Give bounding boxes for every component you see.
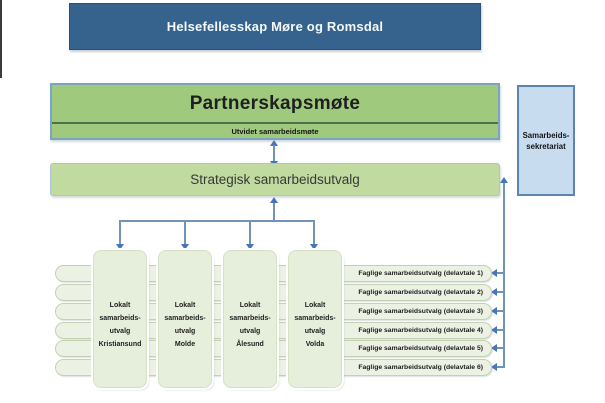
arrow-up-icon (500, 177, 508, 183)
label-line: samarbeids- (294, 315, 336, 322)
connector-line (313, 221, 315, 244)
professional-committee-label: Faglige samarbeidsutvalg (delavtale 6) (358, 364, 483, 371)
arrow-down-icon (246, 244, 254, 250)
strategic-label: Strategisk samarbeidsutvalg (190, 172, 360, 187)
label-line: Ålesund (236, 341, 264, 348)
label-line: samarbeids- (229, 315, 271, 322)
label-line: utvalg (109, 328, 131, 335)
label-line: utvalg (239, 328, 261, 335)
secretariat-box: Samarbeids- sekretariat (517, 85, 575, 196)
professional-committee-label: Faglige samarbeidsutvalg (delavtale 2) (358, 289, 483, 296)
arrow-down-icon (116, 244, 124, 250)
label-line: samarbeids- (164, 315, 206, 322)
local-committee-box-alesund: Lokalt samarbeids- utvalg Ålesund (223, 250, 277, 388)
label-line: Lokalt (239, 302, 261, 309)
connector-line (273, 145, 275, 162)
secretariat-label-line1: Samarbeids- (522, 130, 570, 140)
partnership-subtitle: Utvidet samarbeidsmøte (231, 126, 319, 136)
connector-line (497, 329, 504, 331)
connector-line (119, 221, 121, 244)
local-committee-box-volda: Lokalt samarbeids- utvalg Volda (288, 250, 342, 388)
local-committee-label: Lokalt samarbeids- utvalg Ålesund (229, 299, 270, 351)
connector-line (497, 310, 504, 312)
connector-line (184, 221, 186, 244)
professional-committee-label: Faglige samarbeidsutvalg (delavtale 4) (358, 327, 483, 334)
partnership-title: Partnerskapsmøte (189, 92, 361, 114)
header-banner: Helsefellesskap Møre og Romsdal (69, 3, 481, 50)
connector-line (119, 220, 315, 222)
label-line: Kristiansund (98, 341, 142, 348)
arrow-down-icon (310, 244, 318, 250)
label-line: Lokalt (109, 302, 131, 309)
label-line: Lokalt (174, 302, 196, 309)
partnership-box: Partnerskapsmøte Utvidet samarbeidsmøte (50, 83, 500, 140)
arrow-left-icon (491, 344, 497, 352)
arrow-left-icon (491, 326, 497, 334)
arrow-up-icon (270, 197, 278, 203)
strategic-bar: Strategisk samarbeidsutvalg (50, 163, 500, 196)
connector-line (497, 366, 504, 368)
page-edge-mark (0, 0, 2, 78)
local-committee-label: Lokalt samarbeids- utvalg Volda (294, 299, 335, 351)
connector-line (273, 203, 275, 221)
secretariat-label-line2: sekretariat (526, 141, 566, 151)
connector-line (503, 183, 505, 368)
local-committee-label: Lokalt samarbeids- utvalg Kristiansund (99, 299, 142, 351)
arrow-left-icon (491, 363, 497, 371)
partnership-main: Partnerskapsmøte (52, 85, 498, 122)
arrow-left-icon (491, 288, 497, 296)
label-line: utvalg (174, 328, 196, 335)
professional-committee-label: Faglige samarbeidsutvalg (delavtale 3) (358, 308, 483, 315)
connector-line (249, 221, 251, 244)
arrow-down-icon (181, 244, 189, 250)
arrow-left-icon (491, 307, 497, 315)
local-committee-label: Lokalt samarbeids- utvalg Molde (164, 299, 205, 351)
arrow-left-icon (491, 269, 497, 277)
label-line: utvalg (304, 328, 326, 335)
header-title: Helsefellesskap Møre og Romsdal (166, 19, 384, 34)
partnership-subtitle-band: Utvidet samarbeidsmøte (52, 122, 498, 138)
label-line: samarbeids- (99, 315, 141, 322)
arrow-up-icon (270, 140, 278, 146)
connector-line (497, 291, 504, 293)
professional-committee-label: Faglige samarbeidsutvalg (delavtale 1) (358, 270, 483, 277)
label-line: Molde (174, 341, 196, 348)
label-line: Volda (305, 341, 325, 348)
local-committee-box-kristiansund: Lokalt samarbeids- utvalg Kristiansund (93, 250, 147, 388)
connector-line (497, 347, 504, 349)
professional-committee-label: Faglige samarbeidsutvalg (delavtale 5) (358, 345, 483, 352)
connector-line (497, 272, 504, 274)
local-committee-box-molde: Lokalt samarbeids- utvalg Molde (158, 250, 212, 388)
label-line: Lokalt (304, 302, 326, 309)
